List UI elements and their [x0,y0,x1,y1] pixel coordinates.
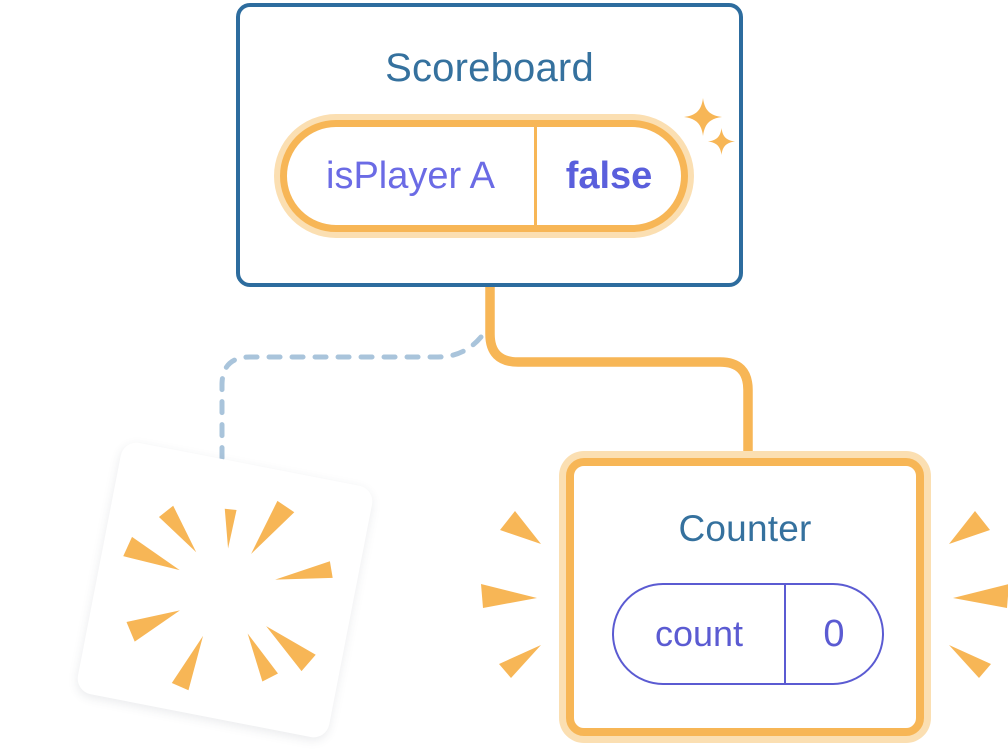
sparkles-icon [684,98,735,155]
state-key: isPlayer A [326,154,495,197]
connector-removed-branch [219,334,484,461]
pill-divider [784,585,786,683]
state-value: false [565,154,653,197]
state-key: count [654,613,744,654]
scoreboard-title: Scoreboard [385,46,594,90]
state-value: 0 [823,612,845,655]
poof-burst-icon [123,500,333,691]
connector-active-branch [485,285,753,465]
destroyed-component-card [74,439,376,741]
counter-title: Counter [678,508,812,549]
counter-card: Counter count 0 [566,458,924,736]
pill-divider [534,127,537,225]
emphasis-rays-icon [481,511,1008,678]
scoreboard-state-pill: isPlayer A false [280,120,688,232]
counter-state-pill: count 0 [612,583,884,685]
scoreboard-card: Scoreboard isPlayer A false [236,3,743,287]
